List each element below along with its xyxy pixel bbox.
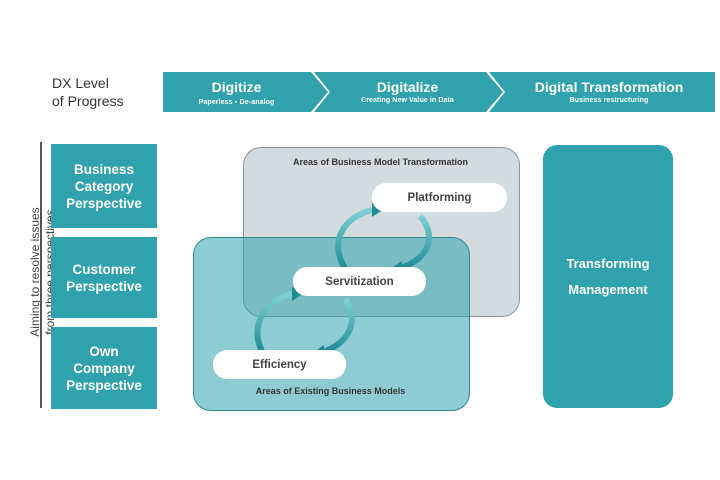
management-line2: Management xyxy=(568,281,648,297)
step-efficiency: Efficiency xyxy=(213,350,346,379)
perspective-line: Perspective xyxy=(66,377,142,393)
perspective-line: Customer xyxy=(72,261,136,277)
perspective-own-company: Own Company Perspective xyxy=(51,327,157,409)
stage-digitize: Digitize Paperless・De-analog xyxy=(163,72,328,112)
stage-title: Digitize xyxy=(211,79,262,95)
management-line1: Transforming xyxy=(566,255,650,271)
perspective-line: Category xyxy=(74,178,134,194)
side-divider xyxy=(40,142,42,408)
dx-level-label: DX Level of Progress xyxy=(52,74,152,110)
stage-digital-transformation: Digital Transformation Business restruct… xyxy=(489,72,715,112)
stage-subtitle: Paperless・De-analog xyxy=(198,99,275,106)
area-existing-business-models xyxy=(193,237,470,411)
stage-subtitle: Business restructuring xyxy=(569,97,649,104)
perspective-business-category: Business Category Perspective xyxy=(51,144,157,228)
step-platforming: Platforming xyxy=(372,183,507,212)
transforming-management-box: Transforming Management xyxy=(543,145,673,408)
stage-subtitle: Creating New Value in Data xyxy=(361,97,454,104)
perspective-customer: Customer Perspective xyxy=(51,237,157,318)
perspective-line: Own xyxy=(89,343,119,359)
perspective-line: Perspective xyxy=(66,278,142,294)
stage-title: Digital Transformation xyxy=(534,79,684,95)
step-servitization: Servitization xyxy=(293,267,426,296)
dx-level-label-line2: of Progress xyxy=(52,93,124,109)
area-existing-title: Areas of Existing Business Models xyxy=(255,386,406,396)
dx-level-label-line1: DX Level xyxy=(52,75,109,91)
perspective-line: Business xyxy=(73,161,135,177)
perspective-line: Company xyxy=(73,360,135,376)
stage-digitalize: Digitalize Creating New Value in Data xyxy=(314,72,503,112)
stage-title: Digitalize xyxy=(376,79,439,95)
area-transformation-title: Areas of Business Model Transformation xyxy=(292,157,469,167)
perspective-line: Perspective xyxy=(66,195,142,211)
